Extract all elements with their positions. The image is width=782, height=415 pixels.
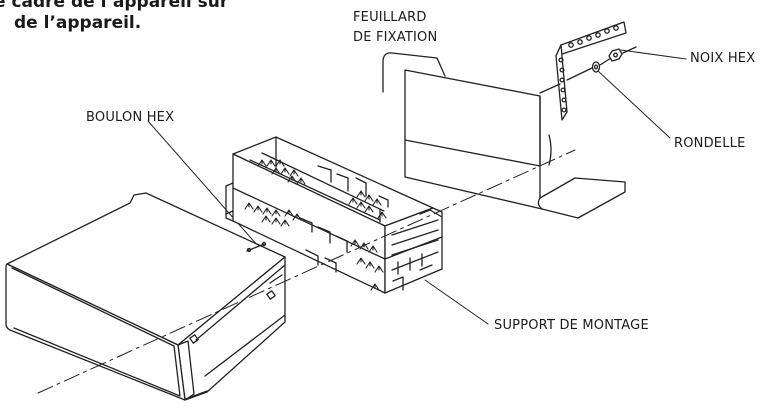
- label-boulon-hex: BOULON HEX: [86, 110, 175, 125]
- washer-and-nut-drawing: [566, 46, 637, 81]
- instruction-line-1: e cadre de l’appareil sur: [0, 0, 229, 12]
- radio-unit-drawing: [5, 192, 286, 401]
- label-noix-hex: NOIX HEX: [690, 51, 756, 66]
- label-feuillard-line-2: DE FIXATION: [353, 30, 438, 45]
- mounting-sleeve-drawing: [225, 136, 443, 294]
- leader-lines: [147, 49, 687, 325]
- instruction-text: e cadre de l’appareil sur de l’appareil.: [0, 0, 228, 34]
- label-feuillard: FEUILLARD DE FIXATION: [353, 8, 437, 48]
- instruction-line-2: de l’appareil.: [14, 13, 142, 33]
- mounting-strap-drawing: [382, 52, 626, 219]
- label-feuillard-line-1: FEUILLARD: [353, 10, 427, 25]
- label-support-de-montage: SUPPORT DE MONTAGE: [494, 318, 649, 333]
- perforated-bracket-drawing: [539, 21, 627, 121]
- assembly-axis: [37, 149, 576, 394]
- label-rondelle: RONDELLE: [674, 136, 746, 151]
